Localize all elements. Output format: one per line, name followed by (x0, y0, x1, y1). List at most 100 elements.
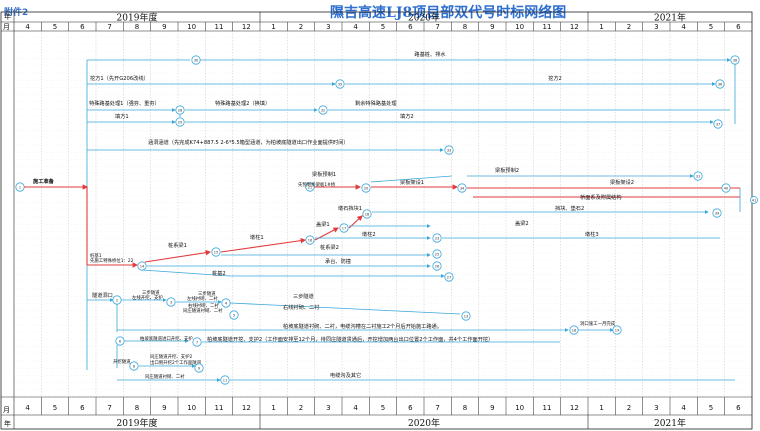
network-node (361, 183, 371, 193)
node-number: 8 (133, 364, 136, 368)
activity-label: 柏坡底隧道开挖、支护2（工作面安排至12个月，待同庄隧道贯通后，开挖增加两台出口… (207, 335, 493, 343)
month-label: 6 (80, 23, 85, 31)
month-label-bottom: 11 (543, 404, 552, 412)
activity-label: 同庄隧道衬砌、二衬 (145, 373, 185, 380)
month-label: 7 (107, 23, 111, 31)
network-node (432, 233, 442, 243)
node-number: 7 (196, 340, 198, 344)
year-label: 2019年度 (117, 12, 158, 24)
activity-label: 电缆沟及其它 (330, 371, 361, 379)
network-node (318, 105, 328, 115)
network-node (175, 117, 185, 127)
node-number: 20 (364, 186, 369, 190)
activity-label: 开挖隧道 (113, 358, 131, 365)
activity-label: 墩柱1 (250, 233, 264, 241)
node-number: 14 (140, 264, 145, 268)
month-label-bottom: 9 (490, 404, 494, 412)
month-label-bottom: 7 (435, 404, 439, 412)
activity-label: 特殊路基处理2（换填） (215, 99, 270, 107)
node-number: 41 (752, 198, 757, 202)
activity-arrow (141, 269, 231, 277)
year-row-marker: 年 (4, 12, 11, 21)
month-label-bottom: 12 (570, 404, 579, 412)
month-label-bottom: 3 (654, 404, 658, 412)
network-node (305, 182, 315, 192)
activity-label: 墩柱3 (585, 230, 599, 238)
node-number: 19 (615, 328, 620, 332)
network-node (457, 183, 467, 193)
node-number: 13 (464, 314, 469, 318)
activity-label: 桩基1 (90, 252, 102, 259)
month-label: 1 (599, 23, 603, 31)
month-label-bottom: 4 (681, 404, 686, 412)
network-node (715, 79, 725, 89)
month-label: 7 (435, 23, 439, 31)
month-label: 6 (736, 23, 741, 31)
activity-arrow (229, 302, 461, 315)
activity-label: 挖方1（先开G206改线） (90, 74, 149, 82)
activity-label: 路基桩、排水 (414, 50, 446, 58)
network-node (721, 183, 731, 193)
month-label: 8 (135, 23, 139, 31)
month-label: 2 (627, 23, 631, 31)
activity-label: 剩余特殊路基处理 (355, 99, 397, 107)
network-node (229, 310, 239, 320)
year-label-bottom: 2021年 (654, 417, 686, 429)
month-label-bottom: 6 (408, 404, 413, 412)
month-label-bottom: 4 (25, 404, 30, 412)
month-label: 12 (242, 23, 251, 31)
activity-label: 梁板架设2 (610, 178, 634, 186)
month-label: 8 (463, 23, 467, 31)
node-number: 39 (715, 211, 720, 215)
activity-label: 梁板预制1 (312, 170, 336, 178)
month-label-bottom: 5 (53, 404, 57, 412)
year-label: 2020年 (408, 12, 440, 24)
node-number: 4 (225, 301, 228, 305)
node-number: 33 (447, 148, 452, 152)
network-node (444, 145, 454, 155)
month-label: 3 (654, 23, 658, 31)
month-label-bottom: 6 (80, 404, 85, 412)
month-label-bottom: 6 (736, 404, 741, 412)
activity-label: 同庄隧道开挖、支护2 (150, 353, 193, 360)
frame (0, 11, 753, 430)
activity-label: 挡块、垫石2 (555, 204, 584, 212)
activity-label: 桩基2 (212, 269, 226, 277)
month-label-bottom: 2 (299, 404, 303, 412)
network-node (191, 55, 201, 65)
node-number: 32 (321, 108, 326, 112)
month-label-bottom: 5 (709, 404, 713, 412)
node-number: 35 (338, 82, 343, 86)
node-number: 34 (460, 186, 465, 190)
activity-label: 桥面系及附属结构 (580, 193, 622, 201)
node-number: 16 (308, 238, 313, 242)
network-node (712, 208, 722, 218)
network-node (175, 105, 185, 115)
page-title: 隰吉高速LJ8项目部双代号时标网络图 (330, 5, 567, 21)
network-node (461, 311, 471, 321)
activity-label: 三步隧道 (198, 290, 216, 297)
activity-label: 三步隧道 (142, 289, 160, 296)
month-label: 11 (543, 23, 552, 31)
activity-label: 桩系梁1 (168, 241, 187, 249)
network-node (444, 272, 454, 282)
activity-label: 盖梁2 (515, 219, 529, 227)
year-label-bottom: 2019年度 (117, 417, 158, 429)
month-label-bottom: 8 (463, 404, 467, 412)
activity-label: 三步隧道 (293, 292, 314, 300)
activity-label: 施工准备 (33, 177, 55, 185)
network-node (305, 235, 315, 245)
critical-arrow (144, 249, 212, 263)
activity-label: 左线开挖、支护 (132, 294, 163, 301)
activity-label: 盖梁1 (316, 220, 330, 228)
node-number: 11 (223, 378, 228, 382)
network-node (166, 297, 176, 307)
activity-label: 先施工特殊桥位1：22 (90, 257, 134, 264)
node-number: 31 (696, 174, 701, 178)
month-label: 4 (681, 23, 686, 31)
annex-label: 附件2 (4, 8, 29, 18)
node-number: 40 (724, 186, 729, 190)
activity-label: 特殊路基处理1（强夯、重夯） (89, 99, 160, 107)
activity-label: 涵洞涵道（先完成K74+887.5 2-6*5.5箱型涵道，为柏坡底隧道出口作业… (148, 138, 349, 146)
